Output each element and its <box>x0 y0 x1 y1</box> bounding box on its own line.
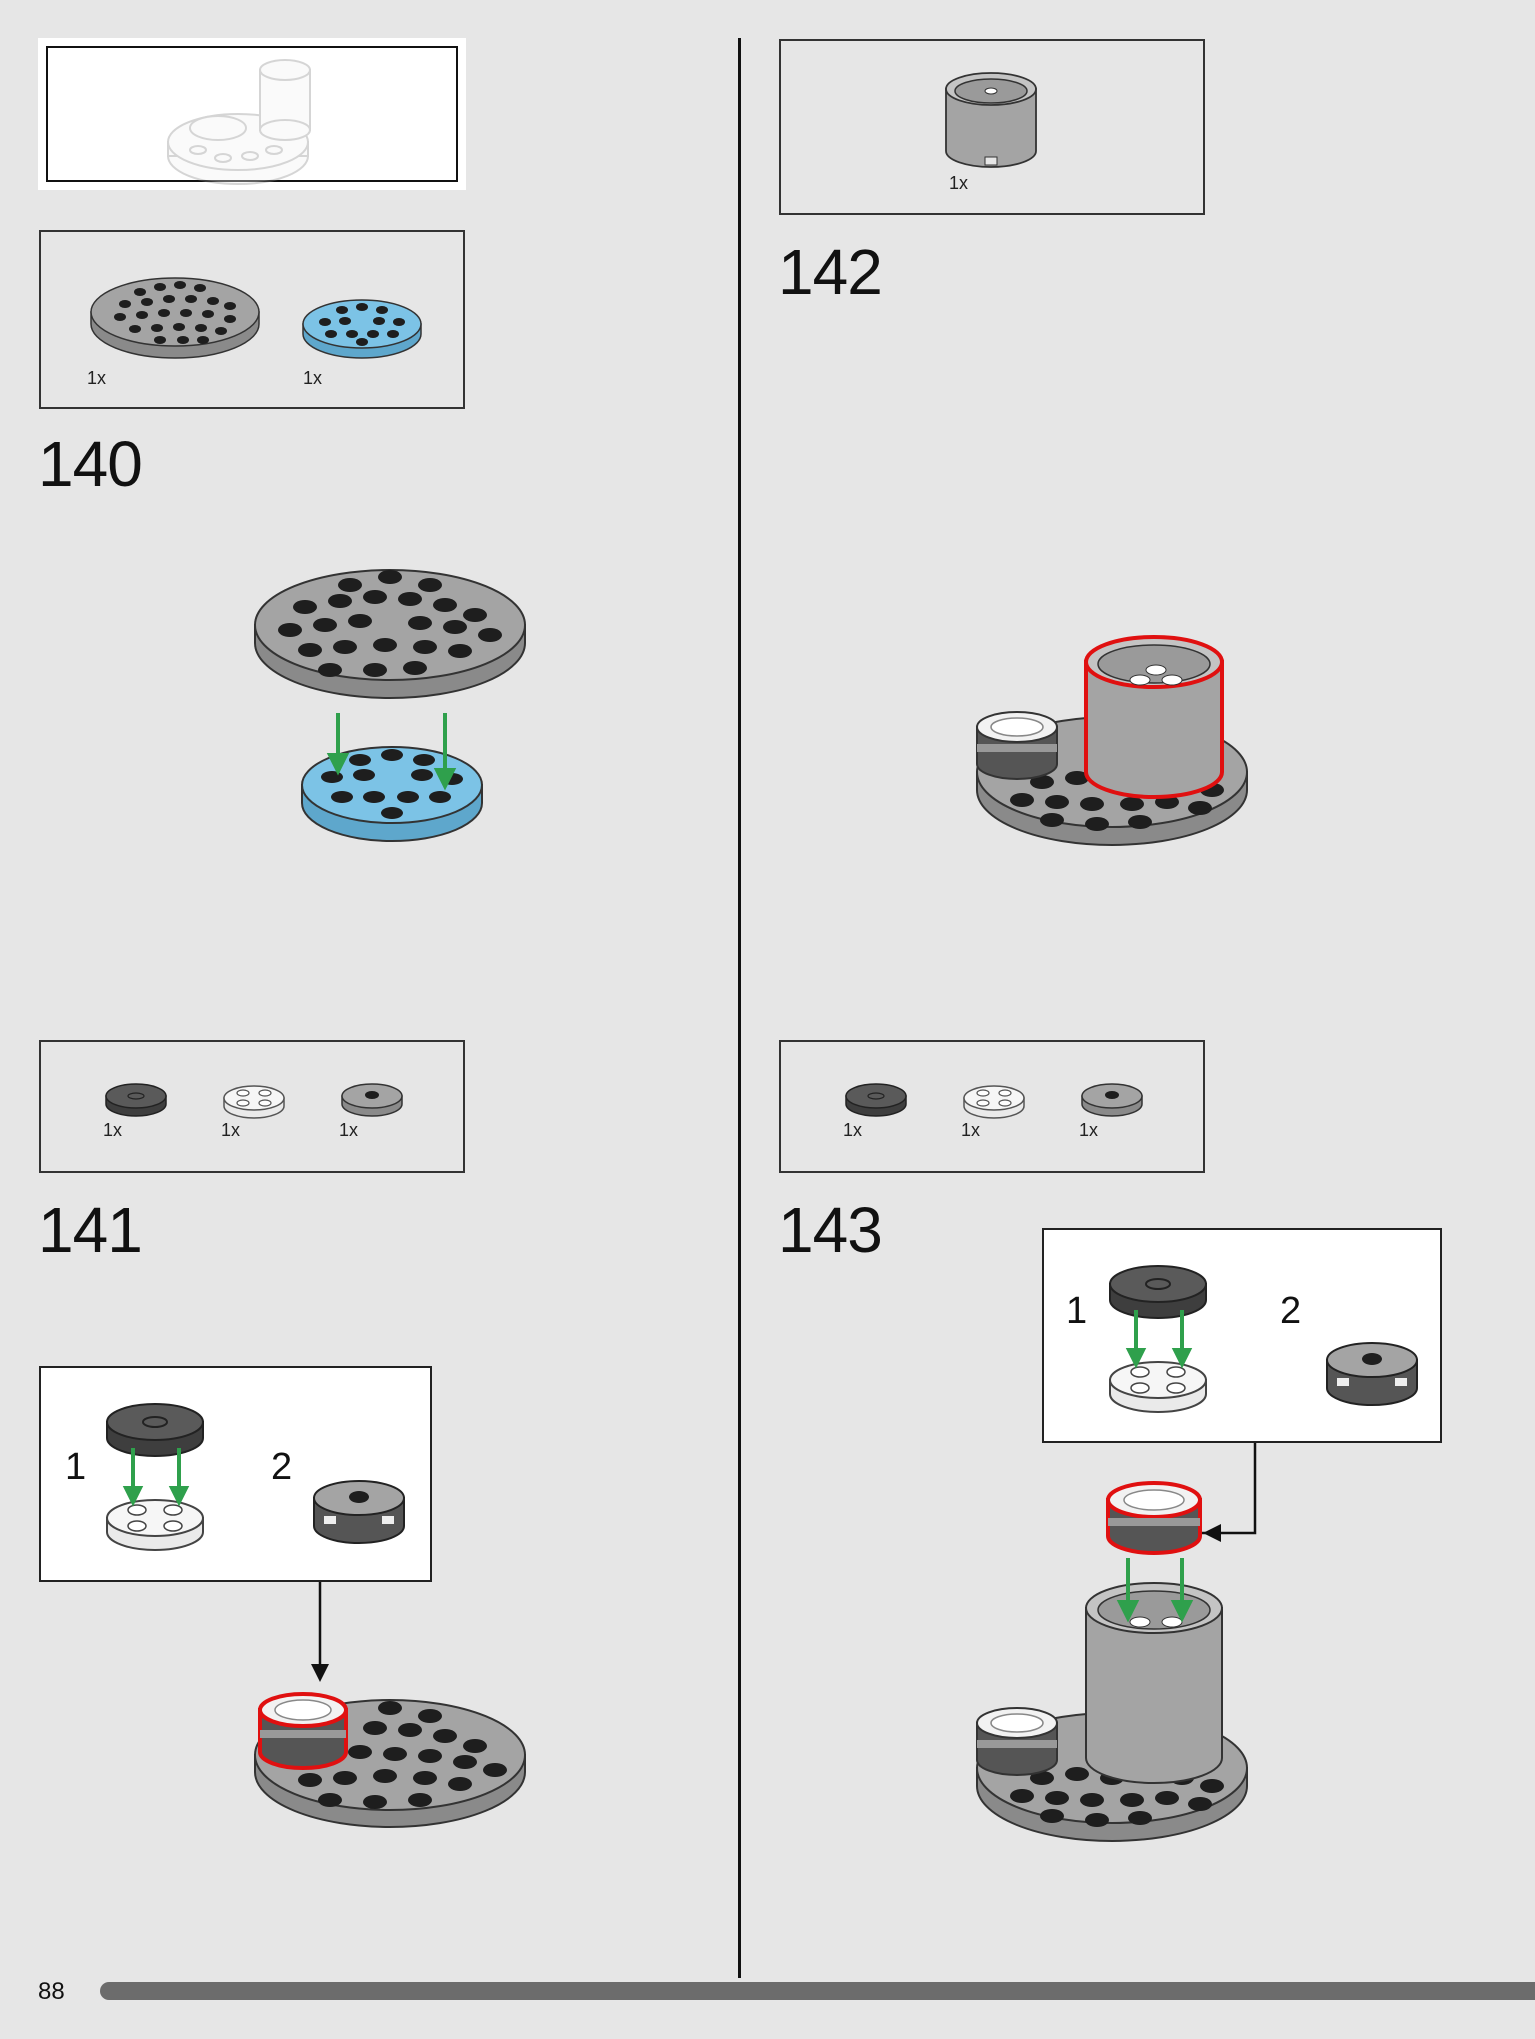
part-qty-143-1: 1x <box>843 1120 863 1140</box>
transparent-plate-icon <box>963 1085 1025 1119</box>
page-number: 88 <box>38 1978 65 2005</box>
part-qty-141-1: 1x <box>103 1120 123 1140</box>
callout-141: 1 2 <box>39 1366 432 1582</box>
round-brick-icon <box>945 72 1037 168</box>
substep-143-1: 1 <box>1066 1290 1088 1332</box>
substep-141-1: 1 <box>65 1446 87 1488</box>
previous-result-icon <box>167 59 311 185</box>
parts-list-140: 1x 1x <box>39 230 465 409</box>
substep-141-1-assembly <box>106 1403 204 1551</box>
part-qty-143-3: 1x <box>1079 1120 1099 1140</box>
black-arrow-icon <box>311 1582 329 1682</box>
round-tile-hole-icon <box>1081 1083 1143 1117</box>
part-qty-142-1: 1x <box>949 173 969 193</box>
green-arrow-icon <box>326 713 457 791</box>
parts-list-142: 1x <box>779 39 1205 215</box>
substep-143-2: 2 <box>1280 1290 1302 1332</box>
blue-round-plate-icon <box>302 299 422 359</box>
substep-141-2-assembly <box>313 1480 405 1544</box>
part-qty-141-2: 1x <box>221 1120 241 1140</box>
step-number-142: 142 <box>778 236 883 308</box>
substep-143-1-assembly <box>1109 1265 1207 1413</box>
substep-143-2-assembly <box>1326 1342 1418 1406</box>
transparent-plate-icon <box>223 1085 285 1119</box>
callout-143: 1 2 <box>1042 1228 1442 1443</box>
parts-list-141: 1x 1x 1x <box>39 1040 465 1173</box>
previous-result-frame <box>38 38 466 190</box>
tile-icon <box>105 1083 167 1117</box>
round-tile-hole-icon <box>341 1083 403 1117</box>
step-number-140: 140 <box>38 428 143 500</box>
substep-141-2: 2 <box>271 1446 293 1488</box>
gray-round-plate-icon <box>90 277 260 359</box>
tile-icon <box>845 1083 907 1117</box>
step-140-illustration <box>254 569 526 842</box>
previous-result-inner-border <box>46 46 458 182</box>
step-number-141: 141 <box>38 1194 143 1266</box>
footer-progress-bar <box>100 1982 1535 2000</box>
step-141-illustration <box>254 1692 526 1828</box>
part-qty-140-1: 1x <box>87 368 107 388</box>
column-divider <box>738 38 741 1978</box>
step-142-illustration <box>976 635 1248 846</box>
step-number-143: 143 <box>778 1194 883 1266</box>
part-qty-141-3: 1x <box>339 1120 359 1140</box>
part-qty-143-2: 1x <box>961 1120 981 1140</box>
step-143-illustration <box>976 1481 1248 1842</box>
parts-list-143: 1x 1x 1x <box>779 1040 1205 1173</box>
part-qty-140-2: 1x <box>303 368 323 388</box>
